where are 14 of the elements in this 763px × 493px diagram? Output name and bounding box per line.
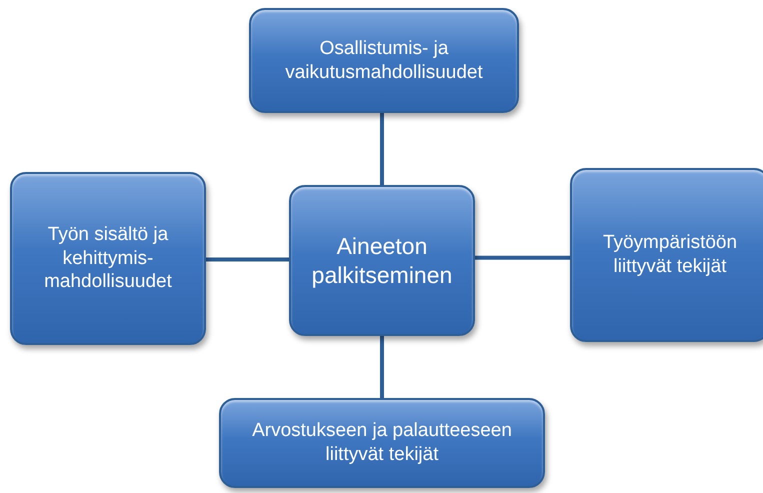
box-label: Osallistumis- ja vaikutusmahdollisuudet (284, 36, 484, 84)
box-label: Työn sisältö ja kehittymis- mahdollisuudet (43, 222, 173, 294)
connector-line (206, 258, 289, 262)
topic-box (10, 172, 206, 345)
central-box (289, 185, 475, 336)
topic-box (219, 398, 545, 488)
topic-box (249, 8, 519, 113)
connector-line (380, 336, 384, 398)
connector-line (475, 256, 570, 260)
box-label: Työympäristöön liittyvät tekijät (602, 231, 738, 279)
connector-line (380, 113, 384, 185)
box-label: Arvostukseen ja palautteeseen liittyvät tekijät (251, 419, 513, 467)
topic-box (570, 168, 763, 342)
box-label: Aineeton palkitseminen (310, 232, 454, 290)
